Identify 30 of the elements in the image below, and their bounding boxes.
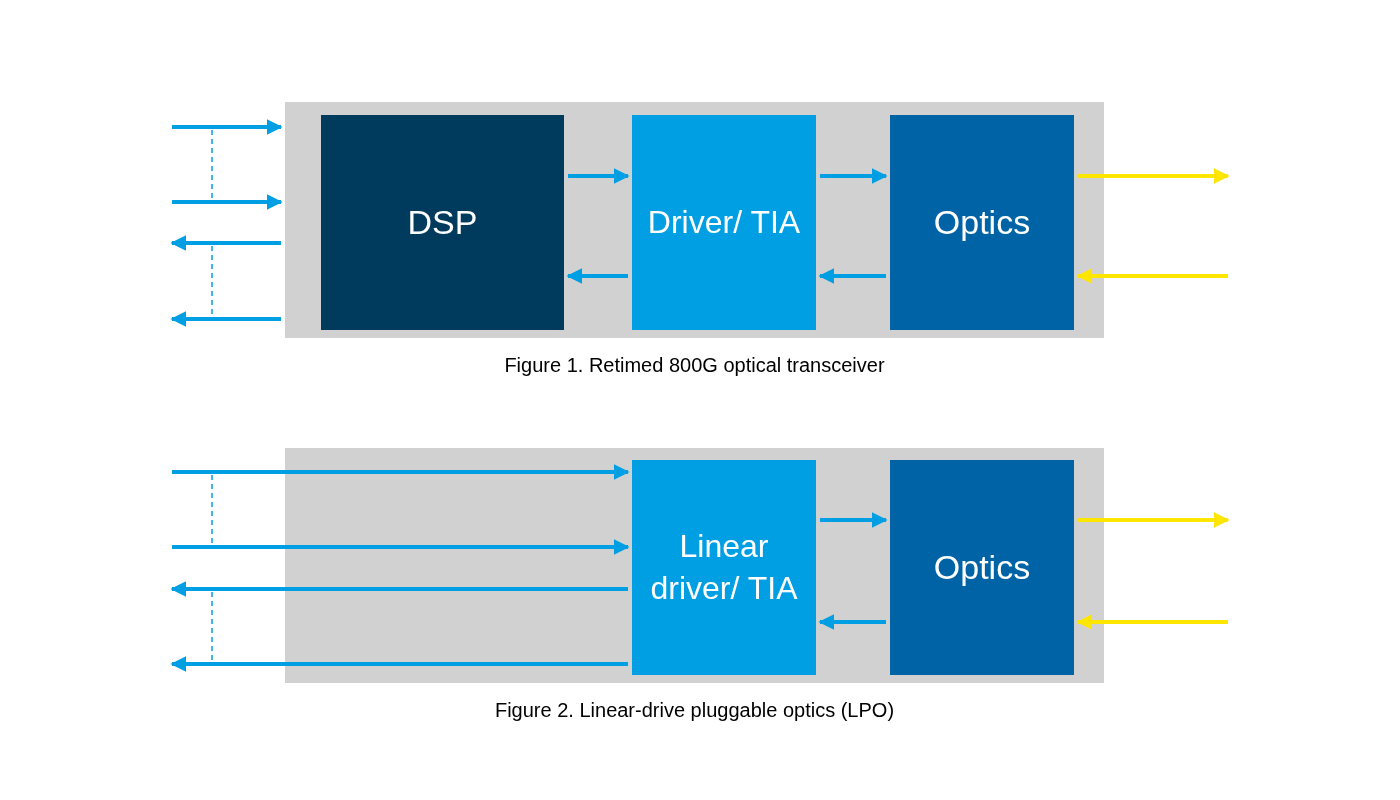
block-label: Optics: [932, 202, 1032, 244]
arrow: [172, 464, 630, 480]
arrow: [172, 119, 283, 135]
driver-block: [632, 115, 816, 330]
arrow: [818, 614, 886, 630]
arrow: [1078, 168, 1230, 184]
arrow: [170, 311, 281, 327]
figure-caption: Figure 1. Retimed 800G optical transceiver: [503, 353, 886, 378]
block-label: Optics: [932, 547, 1032, 589]
arrow: [170, 581, 628, 597]
arrow: [1078, 512, 1230, 528]
arrow: [820, 512, 888, 528]
arrow: [1076, 268, 1228, 284]
arrow: [1076, 614, 1228, 630]
arrow: [566, 268, 628, 284]
arrow: [172, 194, 283, 210]
block-label: Linear driver/ TIA: [649, 526, 799, 608]
optics-block: [890, 115, 1074, 330]
arrow: [820, 168, 888, 184]
driver-block: [632, 460, 816, 675]
optics-block: [890, 460, 1074, 675]
figure-caption: Figure 2. Linear-drive pluggable optics (LPO): [493, 698, 896, 723]
arrow: [170, 656, 628, 672]
arrow: [568, 168, 630, 184]
block-label: Driver/ TIA: [646, 202, 802, 242]
block-label: DSP: [406, 202, 479, 244]
dsp-block: [321, 115, 564, 330]
arrow: [172, 539, 630, 555]
arrow: [170, 235, 281, 251]
arrow: [818, 268, 886, 284]
